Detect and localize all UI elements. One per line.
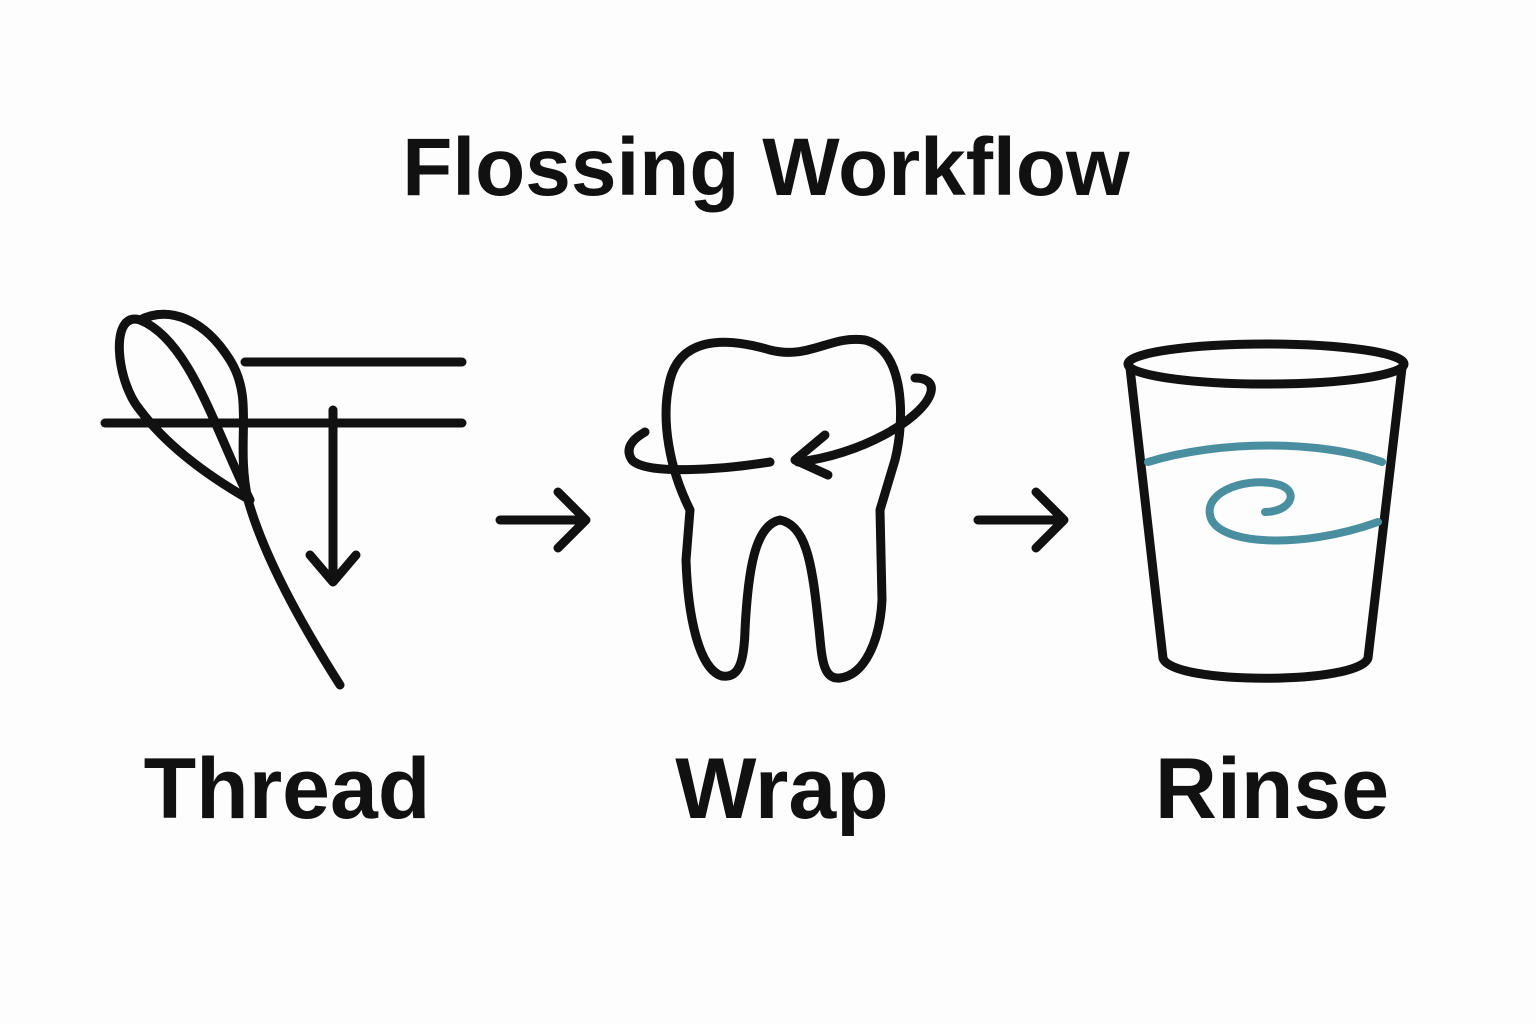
floss-thread-icon (100, 309, 467, 690)
step-label-thread: Thread (144, 741, 431, 837)
step-label-rinse: Rinse (1155, 741, 1389, 837)
arrow-right-icon (495, 487, 591, 553)
step-label-wrap: Wrap (675, 741, 888, 837)
tooth-wrap-icon (624, 334, 936, 683)
arrow-right-icon (973, 487, 1069, 553)
diagram-title: Flossing Workflow (402, 122, 1130, 213)
water-cup-icon (1123, 339, 1409, 683)
